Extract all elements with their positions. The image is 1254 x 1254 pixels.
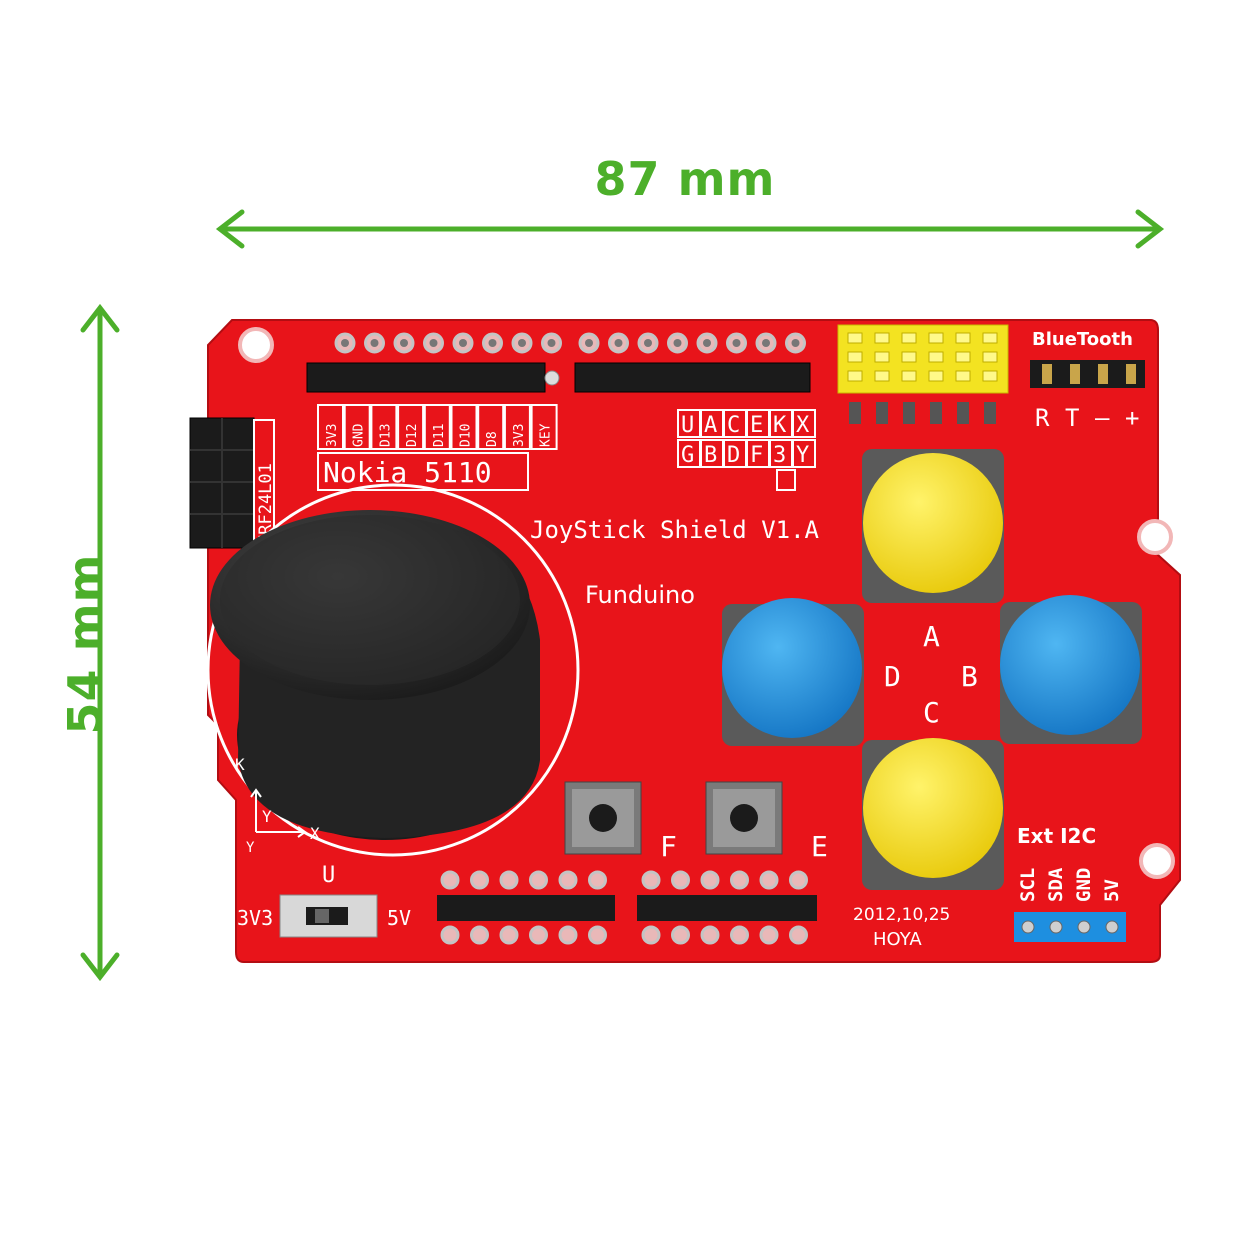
- axis-k-label: K: [235, 755, 245, 774]
- bluetooth-pins: [1042, 364, 1136, 384]
- axis-x-label: X: [310, 824, 320, 843]
- grid-letter: C: [727, 413, 740, 438]
- bottom-header-pads: [440, 870, 808, 945]
- nokia-pin-label: D13: [378, 424, 393, 447]
- button-c[interactable]: [862, 738, 1004, 890]
- nokia-label: Nokia 5110: [323, 456, 492, 489]
- grid-letter: D: [727, 443, 740, 468]
- shield-title: JoyStick Shield V1.A: [530, 516, 820, 544]
- button-f-label: F: [660, 830, 677, 863]
- height-dimension-arrow: [80, 303, 120, 982]
- i2c-pin-label: GND: [1073, 868, 1095, 902]
- button-c-label: C: [923, 696, 940, 729]
- switch-u-label: U: [322, 863, 335, 888]
- i2c-pin-label: SDA: [1045, 867, 1067, 902]
- power-switch[interactable]: [279, 894, 378, 938]
- width-dimension-arrow: [215, 209, 1165, 249]
- nrf-label: NRF24L01: [256, 463, 276, 545]
- nokia-pin-label: D10: [459, 424, 474, 447]
- button-a[interactable]: [862, 449, 1004, 603]
- joystick-knob[interactable]: [210, 510, 540, 840]
- grid-letter: K: [773, 413, 787, 438]
- nokia-pin-label: D11: [432, 424, 447, 447]
- switch-right-label: 5V: [387, 906, 411, 930]
- i2c-label: Ext I2C: [1017, 824, 1096, 848]
- mounting-holes: [238, 327, 1175, 879]
- button-f[interactable]: [564, 781, 642, 855]
- grid-letter: G: [681, 443, 694, 468]
- date-label: 2012,10,25: [853, 905, 950, 925]
- button-a-label: A: [923, 620, 940, 653]
- grid-letter: B: [704, 443, 717, 468]
- button-d-label: D: [884, 660, 901, 693]
- bottom-header-left: [437, 895, 615, 921]
- button-e-label: E: [811, 830, 828, 863]
- width-dimension-label: 87 mm: [594, 152, 776, 206]
- i2c-pin-label: SCL: [1017, 868, 1039, 902]
- grid-letter: E: [750, 413, 763, 438]
- i2c-pin-labels: SCL SDA GND 5V: [1017, 867, 1123, 902]
- i2c-pins: [1021, 920, 1119, 934]
- bluetooth-pin-label: +: [1125, 404, 1139, 432]
- bottom-header-right: [637, 895, 817, 921]
- grid-letter: X: [796, 413, 810, 438]
- bluetooth-pin-label: –: [1095, 404, 1110, 432]
- button-e[interactable]: [705, 781, 783, 855]
- nokia-pin-label: D12: [405, 424, 420, 447]
- brand-label: Funduino: [585, 581, 695, 609]
- button-b-label: B: [961, 660, 978, 693]
- grid-letter: A: [704, 413, 717, 438]
- header-right: [574, 362, 811, 393]
- axis-indicator: [250, 788, 307, 838]
- nokia-pin-label: 3V3: [512, 424, 527, 447]
- grid-letter: F: [750, 443, 763, 468]
- bluetooth-label: BlueTooth: [1032, 329, 1133, 350]
- nokia-pin-label: D8: [485, 431, 500, 447]
- nokia-pin-label: 3V3: [325, 424, 340, 447]
- button-d[interactable]: [722, 598, 864, 746]
- joystick-ring: [206, 483, 580, 857]
- nokia-pin-label: GND: [352, 423, 367, 447]
- axis-y2-label: Y: [246, 840, 255, 856]
- switch-left-label: 3V3: [237, 906, 273, 930]
- nokia-pin-label: KEY: [539, 423, 554, 447]
- bluetooth-pin-label: R: [1035, 404, 1050, 432]
- top-header-pads: [334, 332, 806, 354]
- grid-letter: U: [681, 413, 694, 438]
- maker-label: HOYA: [873, 929, 922, 950]
- grid-letter: Y: [796, 443, 809, 468]
- grid-letter: 3: [773, 443, 786, 468]
- nokia-pin-labels: 3V3 GND D13 D12 D11 D10 D8 3V3 KEY: [317, 404, 558, 450]
- header-left: [306, 362, 546, 393]
- axis-y-label: Y: [262, 807, 272, 826]
- yellow-pin-header: [837, 324, 1009, 424]
- bluetooth-pin-label: T: [1065, 404, 1079, 432]
- i2c-pin-label: 5V: [1101, 879, 1123, 902]
- button-b[interactable]: [1000, 595, 1142, 744]
